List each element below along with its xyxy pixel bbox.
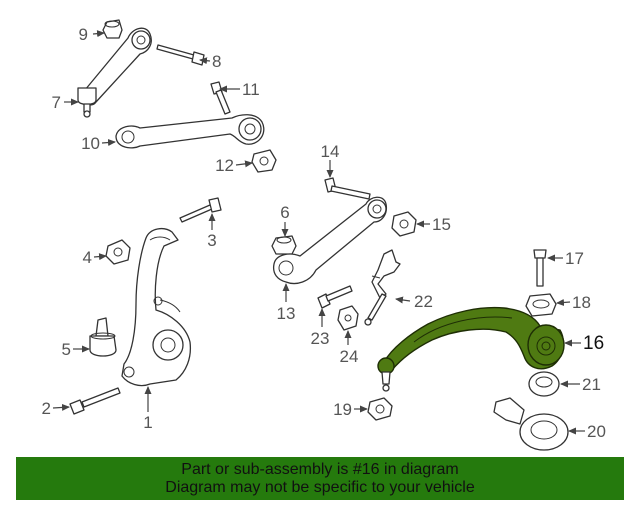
callout-labels: 9 8 7 11 10 12 3 4 5 2 1 6 14 13 15 22 2… — [42, 25, 606, 441]
callout-21: 21 — [582, 375, 601, 394]
callout-22: 22 — [414, 292, 433, 311]
banner-line-disclaimer: Diagram may not be specific to your vehi… — [165, 479, 475, 496]
callout-16: 16 — [583, 333, 604, 354]
callout-14: 14 — [321, 142, 340, 161]
part-24-nut[interactable] — [337, 305, 359, 331]
part-9-bushing[interactable] — [102, 19, 123, 39]
callout-11: 11 — [242, 80, 260, 99]
callout-5: 5 — [62, 340, 71, 359]
part-17-bolt[interactable] — [533, 249, 547, 287]
part-1-steering-knuckle[interactable] — [121, 227, 192, 387]
callout-23: 23 — [311, 329, 330, 348]
callout-18: 18 — [572, 293, 591, 312]
part-23-bolt[interactable] — [317, 285, 353, 309]
callout-20: 20 — [587, 422, 606, 441]
callout-1: 1 — [143, 413, 152, 432]
callout-19: 19 — [333, 400, 352, 419]
part-5-ball-joint[interactable] — [89, 317, 117, 357]
part-2-bolt[interactable] — [69, 387, 121, 415]
callout-2: 2 — [42, 399, 51, 418]
callout-17: 17 — [565, 249, 584, 268]
callout-6: 6 — [280, 203, 289, 222]
info-banner: Part or sub-assembly is #16 in diagram D… — [16, 457, 624, 500]
callout-9: 9 — [79, 25, 88, 44]
callout-13: 13 — [277, 304, 296, 323]
part-18-nut[interactable] — [525, 293, 557, 317]
callout-24: 24 — [340, 347, 359, 366]
callout-4: 4 — [83, 248, 92, 267]
part-14-bolt[interactable] — [324, 177, 371, 200]
part-8-bolt[interactable] — [156, 44, 205, 66]
callout-12: 12 — [215, 156, 234, 175]
callout-3: 3 — [207, 231, 216, 250]
part-20-bushing-bracket[interactable] — [493, 397, 569, 451]
part-15-nut[interactable] — [391, 211, 417, 237]
leader-lines — [52, 30, 585, 435]
callout-7: 7 — [52, 93, 61, 112]
part-6-nut[interactable] — [271, 235, 297, 255]
callout-10: 10 — [81, 134, 100, 153]
part-11-bolt[interactable] — [210, 81, 231, 115]
part-21-bushing[interactable] — [528, 371, 560, 397]
callout-8: 8 — [212, 52, 221, 71]
banner-line-part: Part or sub-assembly is #16 in diagram — [181, 461, 459, 478]
suspension-parts-diagram: 9 8 7 11 10 12 3 4 5 2 1 6 14 13 15 22 2… — [42, 19, 606, 451]
callout-15: 15 — [432, 215, 451, 234]
part-7-upper-control-arm[interactable] — [77, 27, 152, 118]
part-19-nut[interactable] — [367, 397, 393, 421]
part-3-bolt[interactable] — [179, 197, 222, 223]
part-22-sensor-bracket[interactable] — [364, 249, 401, 326]
part-10-control-arm[interactable] — [115, 114, 265, 149]
part-13-control-arm[interactable] — [272, 196, 388, 285]
part-4-nut[interactable] — [105, 239, 131, 265]
part-12-nut[interactable] — [251, 149, 277, 173]
